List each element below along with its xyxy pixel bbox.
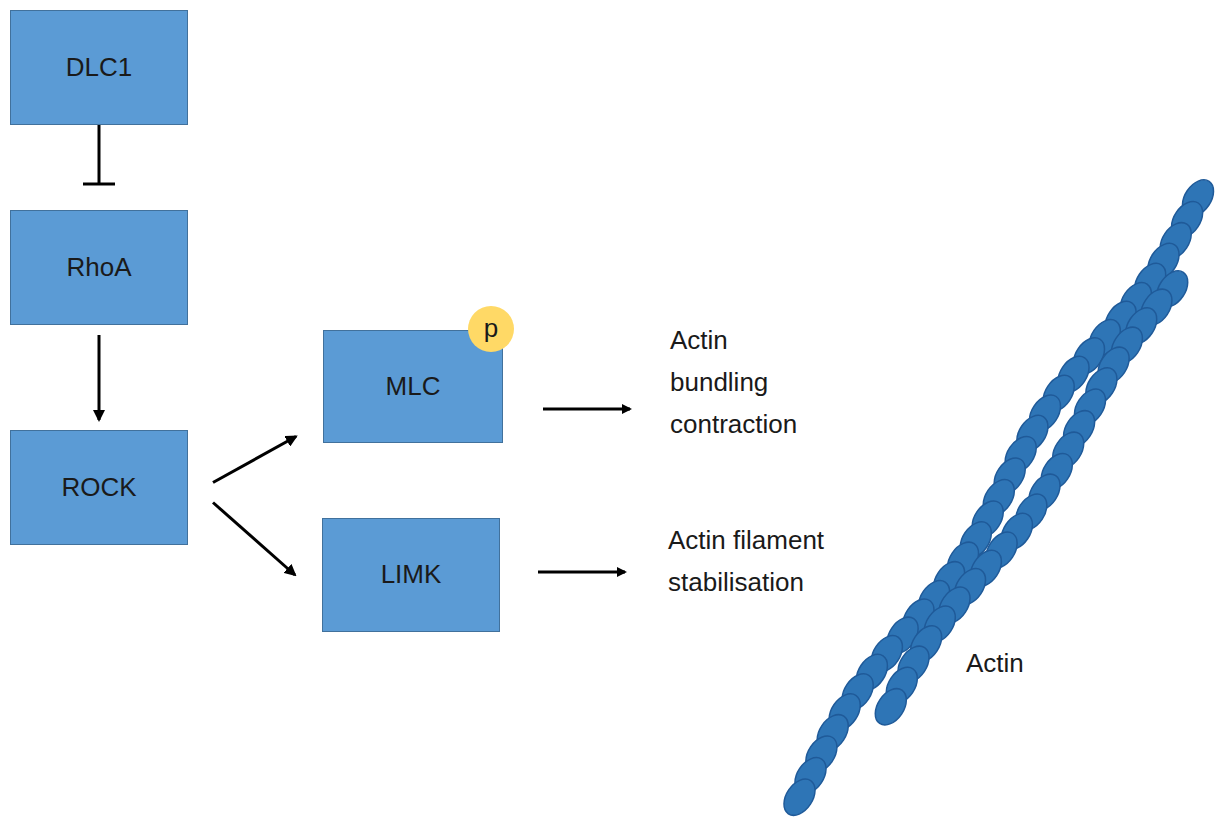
signal-arrow [213,437,296,483]
protein-box: DLC1 [10,10,188,125]
protein-box: ROCK [10,430,188,545]
actin-filament [778,174,1220,821]
structure-label: Actin [966,642,1024,684]
effect-label: Actin bundling contraction [670,319,830,445]
node-text: ROCK [61,472,136,503]
node-text: p [484,313,498,344]
protein-box: LIMK [322,518,500,632]
signal-arrow [98,335,101,420]
protein-box: MLCp [323,330,503,443]
signal-arrow [213,503,295,576]
protein-box: RhoA [10,210,188,325]
effect-arrow [538,571,625,574]
node-text: RhoA [66,252,131,283]
node-text: DLC1 [66,52,132,83]
node-text: MLC [386,371,441,402]
node-text: LIMK [381,559,442,590]
effect-arrow [543,408,630,411]
effect-label: Actin filament stabilisation [668,519,878,603]
signal-arrow [98,125,101,184]
phospho-marker: p [468,306,514,352]
actin-monomer [869,683,913,731]
inhibition-bar [83,183,115,186]
actin-monomer [778,773,822,821]
